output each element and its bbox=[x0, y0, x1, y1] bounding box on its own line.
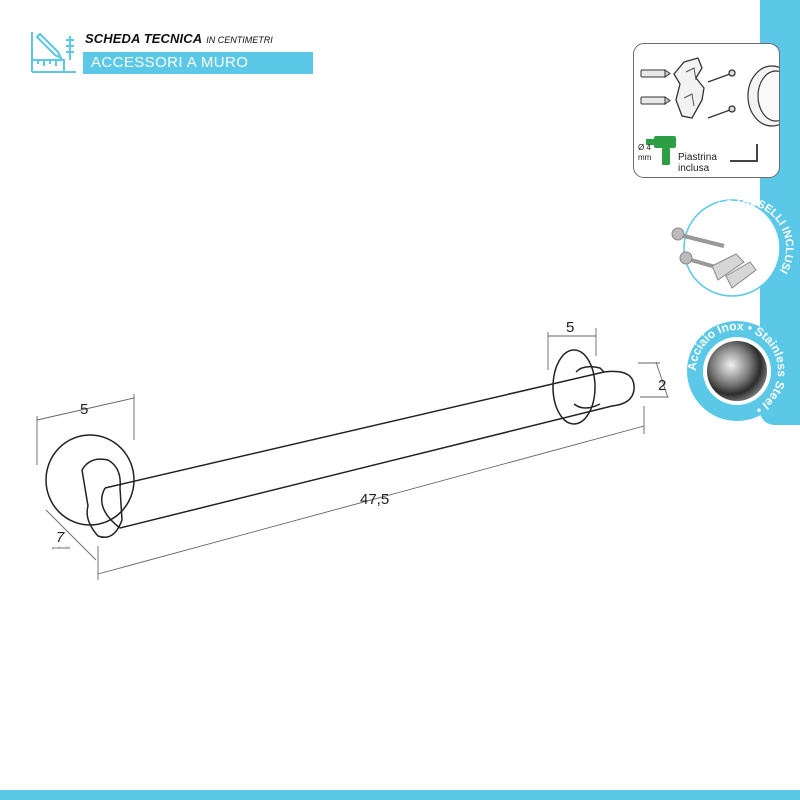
dim-depth-label: profondità bbox=[51, 545, 71, 550]
drill-size: Ø 4 bbox=[638, 143, 651, 152]
right-post bbox=[575, 365, 605, 373]
installation-panel: Ø 4 mm Piastrina inclusa bbox=[633, 43, 780, 178]
dim-line-length bbox=[97, 425, 645, 575]
mounting-plate-icon bbox=[673, 57, 705, 119]
dim-length: 47,5 bbox=[360, 491, 389, 508]
screws-and-plugs-icon bbox=[671, 227, 757, 289]
ruler-pencil-icon bbox=[31, 32, 76, 73]
plate-label-line1: Piastrina bbox=[678, 152, 717, 163]
dim-line-height bbox=[655, 361, 669, 399]
wall-plug-icon bbox=[640, 69, 671, 105]
allen-key-icon bbox=[730, 144, 758, 162]
dim-flange-left: 5 bbox=[80, 401, 88, 418]
screw-icon bbox=[707, 69, 736, 119]
installation-illustration: Ø 4 mm Piastrina inclusa bbox=[638, 57, 779, 174]
dim-height: 2 bbox=[658, 377, 666, 394]
left-post bbox=[81, 458, 123, 538]
header-title: SCHEDA TECNICA bbox=[85, 31, 203, 46]
dim-line-left-flange bbox=[36, 397, 135, 421]
dim-line-depth bbox=[45, 509, 97, 561]
right-wall-flange bbox=[552, 349, 596, 425]
bottom-accent-band bbox=[0, 790, 800, 800]
dim-depth: 7 bbox=[56, 529, 65, 546]
drill-icon bbox=[646, 136, 676, 165]
towel-bar-rail bbox=[104, 370, 635, 529]
drill-unit: mm bbox=[638, 153, 652, 162]
stainless-steel-badge: Acciaio Inox • Stainless Steel • bbox=[685, 319, 789, 421]
header-unit: IN CENTIMETRI bbox=[206, 35, 273, 45]
dim-flange-right: 5 bbox=[566, 319, 574, 336]
plate-label-line2: inclusa bbox=[678, 163, 710, 174]
wall-flange-icon bbox=[747, 65, 779, 127]
category-label: ACCESSORI A MURO bbox=[83, 52, 313, 74]
screws-included-badge: VITI e TASSELLI INCLUSI bbox=[671, 196, 795, 297]
steel-sphere-icon bbox=[707, 341, 767, 401]
bar-left-end bbox=[101, 487, 121, 529]
